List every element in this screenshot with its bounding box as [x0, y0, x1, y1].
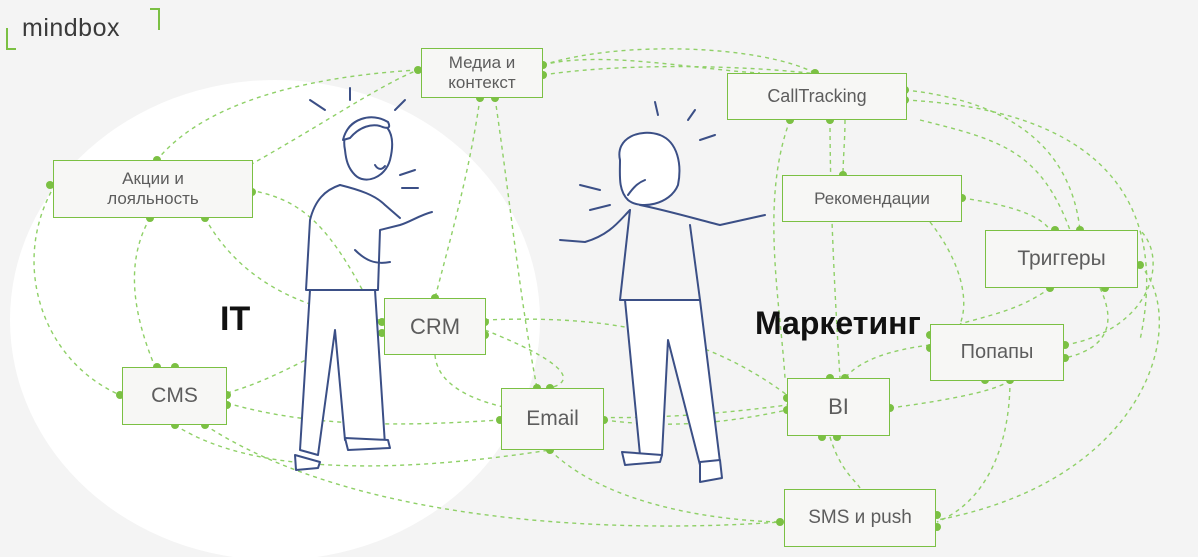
node-calltracking: CallTracking — [727, 73, 907, 120]
node-popups-label: Попапы — [960, 341, 1034, 363]
node-media: Медиа и контекст — [421, 48, 543, 98]
it-label: IT — [220, 300, 251, 338]
node-calltracking-label: CallTracking — [767, 86, 867, 107]
marketing-woman-figure — [559, 101, 766, 483]
node-media-label: Медиа и контекст — [448, 53, 516, 92]
node-popups: Попапы — [930, 324, 1064, 381]
node-promo-label: Акции и лояльность — [107, 169, 199, 208]
it-man-figure — [294, 87, 433, 471]
node-promo: Акции и лояльность — [53, 160, 253, 218]
node-crm: CRM — [384, 298, 486, 355]
marketing-label: Маркетинг — [755, 305, 921, 341]
node-triggers: Триггеры — [985, 230, 1138, 288]
logo-bracket-right — [150, 8, 160, 30]
node-cms-label: CMS — [151, 383, 198, 407]
logo-text: mindbox — [22, 14, 120, 42]
node-email-label: Email — [526, 406, 579, 430]
node-bi-label: BI — [828, 394, 849, 420]
mindbox-logo: mindbox — [6, 6, 166, 50]
node-triggers-label: Триггеры — [1017, 246, 1106, 270]
logo-bracket-left — [6, 28, 16, 50]
node-recommendations-label: Рекомендации — [814, 188, 930, 208]
node-cms: CMS — [122, 367, 227, 425]
node-email: Email — [501, 388, 604, 450]
node-bi: BI — [787, 378, 890, 436]
node-crm-label: CRM — [409, 313, 461, 339]
node-recommendations: Рекомендации — [782, 175, 962, 222]
node-sms-push: SMS и push — [784, 489, 936, 547]
node-sms-push-label: SMS и push — [808, 507, 912, 529]
